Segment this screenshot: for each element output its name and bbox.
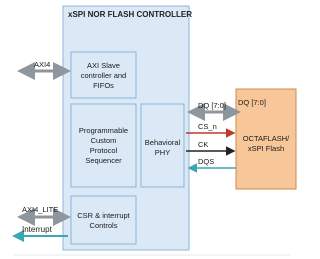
ck-label: CK <box>198 140 209 149</box>
phy-label-line-2: PHY <box>154 148 171 157</box>
sequencer-label-line-1: Programmable <box>78 126 129 135</box>
dq-label: DQ [7:0] <box>198 101 226 110</box>
cs-n-label: CS_n <box>198 122 217 131</box>
flash-block <box>235 88 297 190</box>
csr-label-line-1: CSR & interrupt <box>77 211 130 220</box>
interrupt-label: Interrupt <box>22 225 52 234</box>
phy-label-line-1: Behavioral <box>144 138 181 147</box>
flash-label-line-2: xSPI Flash <box>247 144 285 153</box>
sequencer-label-line-2: Custom <box>90 136 117 145</box>
sequencer-label-line-4: Sequencer <box>85 156 122 165</box>
sequencer-block <box>70 103 137 188</box>
csr-label-line-2: Controls <box>89 221 118 230</box>
sequencer-label-line-3: Protocol <box>89 146 118 155</box>
diagram-canvas <box>12 5 297 256</box>
axi-slave-label-line-2: controller and <box>80 71 127 80</box>
flash-dq-label: DQ [7:0] <box>238 98 266 107</box>
controller-title: xSPI NOR FLASH CONTROLLER <box>68 10 193 19</box>
flash-label-line-1: OCTAFLASH/ <box>242 134 290 143</box>
axi-slave-label-line-3: FIFOs <box>93 81 114 90</box>
axi-slave-block <box>70 51 137 99</box>
axi4-label: AXI4 <box>34 60 51 69</box>
axi-slave-label-line-1: AXI Slave <box>87 61 120 70</box>
dqs-label: DQS <box>198 157 215 166</box>
axi4-lite-label: AXI4_LITE <box>22 205 59 214</box>
phy-block <box>140 103 185 188</box>
csr-block <box>70 195 137 245</box>
